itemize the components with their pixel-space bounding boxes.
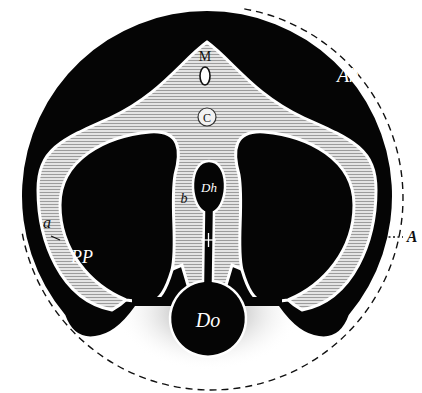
- part-letter: A: [407, 229, 418, 245]
- leader-line: [51, 236, 60, 240]
- gut-tube: [170, 161, 246, 357]
- part-letter: PP: [71, 248, 93, 266]
- part-letter: a: [43, 215, 51, 231]
- neural-tube: [200, 67, 210, 85]
- body-cavity: [60, 132, 178, 303]
- notochord: [198, 108, 216, 126]
- part-letter: Dh: [201, 181, 217, 194]
- cross-mark: [208, 233, 209, 247]
- dashed-membrane: [22, 9, 403, 390]
- part-letter: Ah: [337, 65, 359, 85]
- part-letter: b: [181, 192, 188, 206]
- part-letter: M: [199, 50, 211, 64]
- part-letter: Do: [196, 310, 220, 330]
- part-letter: C: [203, 112, 211, 124]
- body-cavity: [236, 132, 354, 303]
